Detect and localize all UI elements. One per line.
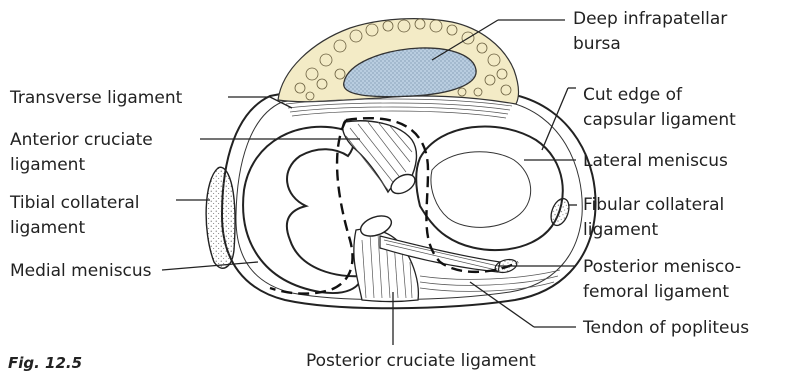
label-anterior-cruciate-1: Anterior cruciate xyxy=(10,130,153,150)
label-cut-edge-1: Cut edge of xyxy=(583,85,683,105)
tibial-collateral-ligament xyxy=(206,167,235,268)
label-medial-meniscus: Medial meniscus xyxy=(10,261,152,281)
label-fibular-collateral-2: ligament xyxy=(583,220,658,240)
figure-caption: Fig. 12.5 xyxy=(8,354,82,372)
label-tibial-collateral-1: Tibial collateral xyxy=(9,193,140,213)
label-posterior-menisco-2: femoral ligament xyxy=(583,282,729,302)
label-posterior-menisco-1: Posterior menisco- xyxy=(583,257,741,277)
label-lateral-meniscus: Lateral meniscus xyxy=(583,151,728,171)
label-posterior-cruciate: Posterior cruciate ligament xyxy=(306,351,536,371)
label-cut-edge-2: capsular ligament xyxy=(583,110,736,130)
label-fibular-collateral-1: Fibular collateral xyxy=(583,195,724,215)
label-transverse-ligament: Transverse ligament xyxy=(9,88,183,108)
label-deep-infrapatellar-bursa-1: Deep infrapatellar xyxy=(573,9,727,29)
label-anterior-cruciate-2: ligament xyxy=(10,155,85,175)
label-deep-infrapatellar-bursa-2: bursa xyxy=(573,34,621,54)
label-tendon-of-popliteus: Tendon of popliteus xyxy=(582,318,749,338)
label-tibial-collateral-2: ligament xyxy=(10,218,85,238)
